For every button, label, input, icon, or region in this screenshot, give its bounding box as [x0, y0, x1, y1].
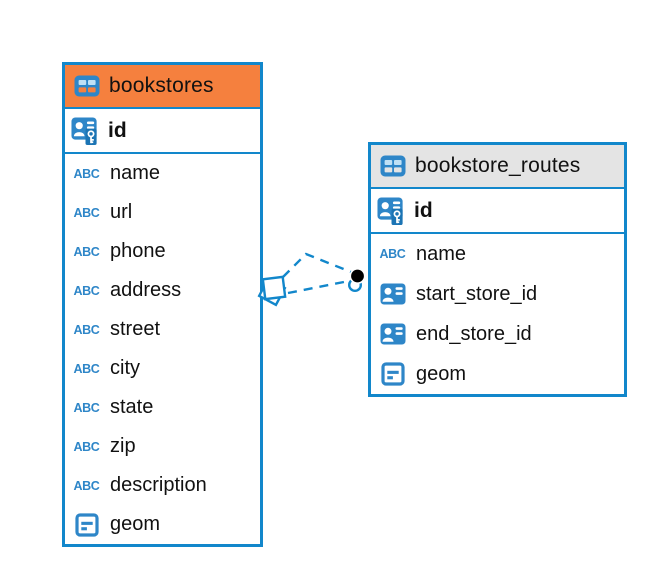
- table-bookstores-header[interactable]: bookstores: [65, 65, 260, 109]
- column-row[interactable]: end_store_id: [371, 314, 624, 354]
- column-name: address: [110, 279, 182, 301]
- text-type-icon: ABC: [73, 439, 100, 454]
- column-name: geom: [110, 513, 161, 535]
- column-name: zip: [110, 435, 136, 457]
- column-row[interactable]: ABC zip: [65, 427, 260, 466]
- geometry-type-icon: [378, 362, 407, 386]
- text-type-icon: ABC: [73, 166, 100, 181]
- column-row[interactable]: ABC name: [65, 154, 260, 193]
- column-row[interactable]: ABC address: [65, 271, 260, 310]
- column-name: start_store_id: [416, 282, 538, 305]
- column-name: id: [108, 118, 127, 142]
- table-bookstore-routes-header[interactable]: bookstore_routes: [371, 145, 624, 189]
- relation-target-handle: [348, 267, 366, 293]
- table-title: bookstore_routes: [415, 154, 581, 177]
- column-row[interactable]: ABC url: [65, 193, 260, 232]
- column-name: city: [110, 357, 140, 379]
- column-name: description: [110, 474, 207, 496]
- column-name: name: [110, 162, 161, 184]
- table-bookstore-routes[interactable]: bookstore_routes id ABC name start_store…: [368, 142, 627, 397]
- foreign-key-icon: [378, 323, 407, 345]
- column-row-id[interactable]: id: [65, 109, 260, 154]
- column-row-id[interactable]: id: [371, 189, 624, 234]
- column-name: url: [110, 201, 133, 223]
- column-row[interactable]: ABC city: [65, 349, 260, 388]
- relation-line-upper: [282, 252, 352, 278]
- column-row[interactable]: ABC name: [371, 234, 624, 274]
- column-row[interactable]: geom: [371, 354, 624, 394]
- column-row[interactable]: geom: [65, 505, 260, 544]
- column-row[interactable]: ABC description: [65, 466, 260, 505]
- table-title: bookstores: [109, 74, 214, 97]
- text-type-icon: ABC: [379, 247, 406, 261]
- geometry-type-icon: [72, 513, 101, 537]
- column-row[interactable]: ABC phone: [65, 232, 260, 271]
- text-type-icon: ABC: [73, 478, 100, 493]
- column-name: name: [416, 242, 467, 265]
- primary-key-icon: [71, 115, 100, 146]
- column-name: id: [414, 198, 433, 222]
- column-name: end_store_id: [416, 322, 532, 345]
- text-type-icon: ABC: [73, 400, 100, 415]
- text-type-icon: ABC: [73, 361, 100, 376]
- primary-key-icon: [377, 195, 406, 226]
- column-row[interactable]: ABC street: [65, 310, 260, 349]
- column-row[interactable]: ABC state: [65, 388, 260, 427]
- table-icon: [378, 155, 407, 177]
- column-name: street: [110, 318, 161, 340]
- table-icon: [72, 75, 101, 97]
- text-type-icon: ABC: [73, 322, 100, 337]
- column-name: geom: [416, 362, 467, 385]
- column-name: state: [110, 396, 154, 418]
- column-name: phone: [110, 240, 166, 262]
- text-type-icon: ABC: [73, 205, 100, 220]
- text-type-icon: ABC: [73, 283, 100, 298]
- text-type-icon: ABC: [73, 244, 100, 259]
- relation-source-handle: [257, 275, 287, 307]
- foreign-key-icon: [378, 283, 407, 305]
- column-row[interactable]: start_store_id: [371, 274, 624, 314]
- table-bookstores[interactable]: bookstores id ABC name ABC url ABC phone…: [62, 62, 263, 547]
- relation-line-lower: [287, 279, 350, 295]
